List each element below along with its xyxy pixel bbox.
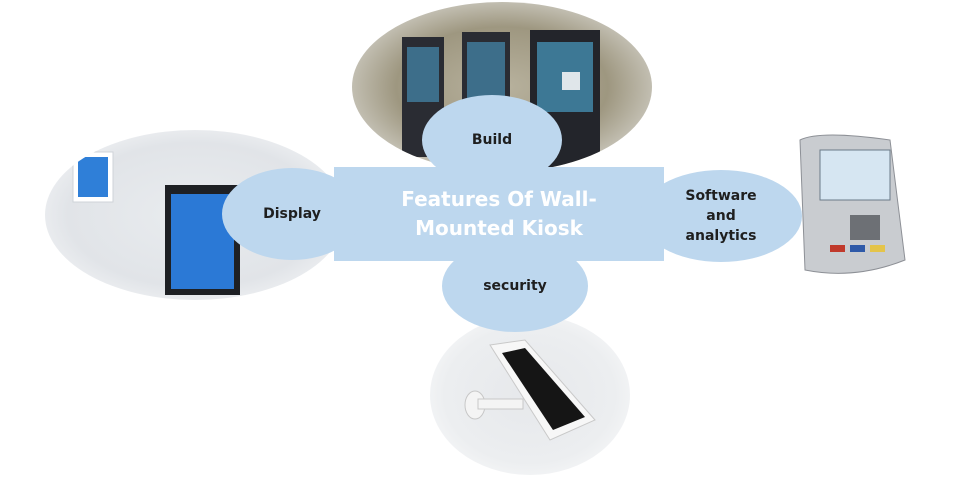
feature-build-label: Build [471,132,513,148]
feature-software-analytics: Software and analytics [640,170,802,262]
feature-display-label: Display [263,206,321,222]
build-photo [352,2,652,172]
security-photo [430,315,630,475]
center-rectangle-cover [360,170,640,258]
tablet-mount-illustration [464,339,596,441]
feature-software-line2: and [706,208,736,224]
diagram-title: Features Of Wall- Mounted Kiosk [334,167,664,261]
feature-security-label: security [483,278,547,294]
feature-software-line1: Software [685,188,757,204]
payment-kiosk-illustration [799,134,906,274]
display-kiosk-illustration [72,151,240,295]
diagram-title-line2: Mounted Kiosk [415,216,583,240]
software-photo [775,130,935,290]
kiosk-wall-illustration [402,30,600,170]
feature-software-line3: analytics [685,228,757,244]
feature-display: Display [222,168,362,260]
diagram-title-line1: Features Of Wall- [401,187,597,211]
